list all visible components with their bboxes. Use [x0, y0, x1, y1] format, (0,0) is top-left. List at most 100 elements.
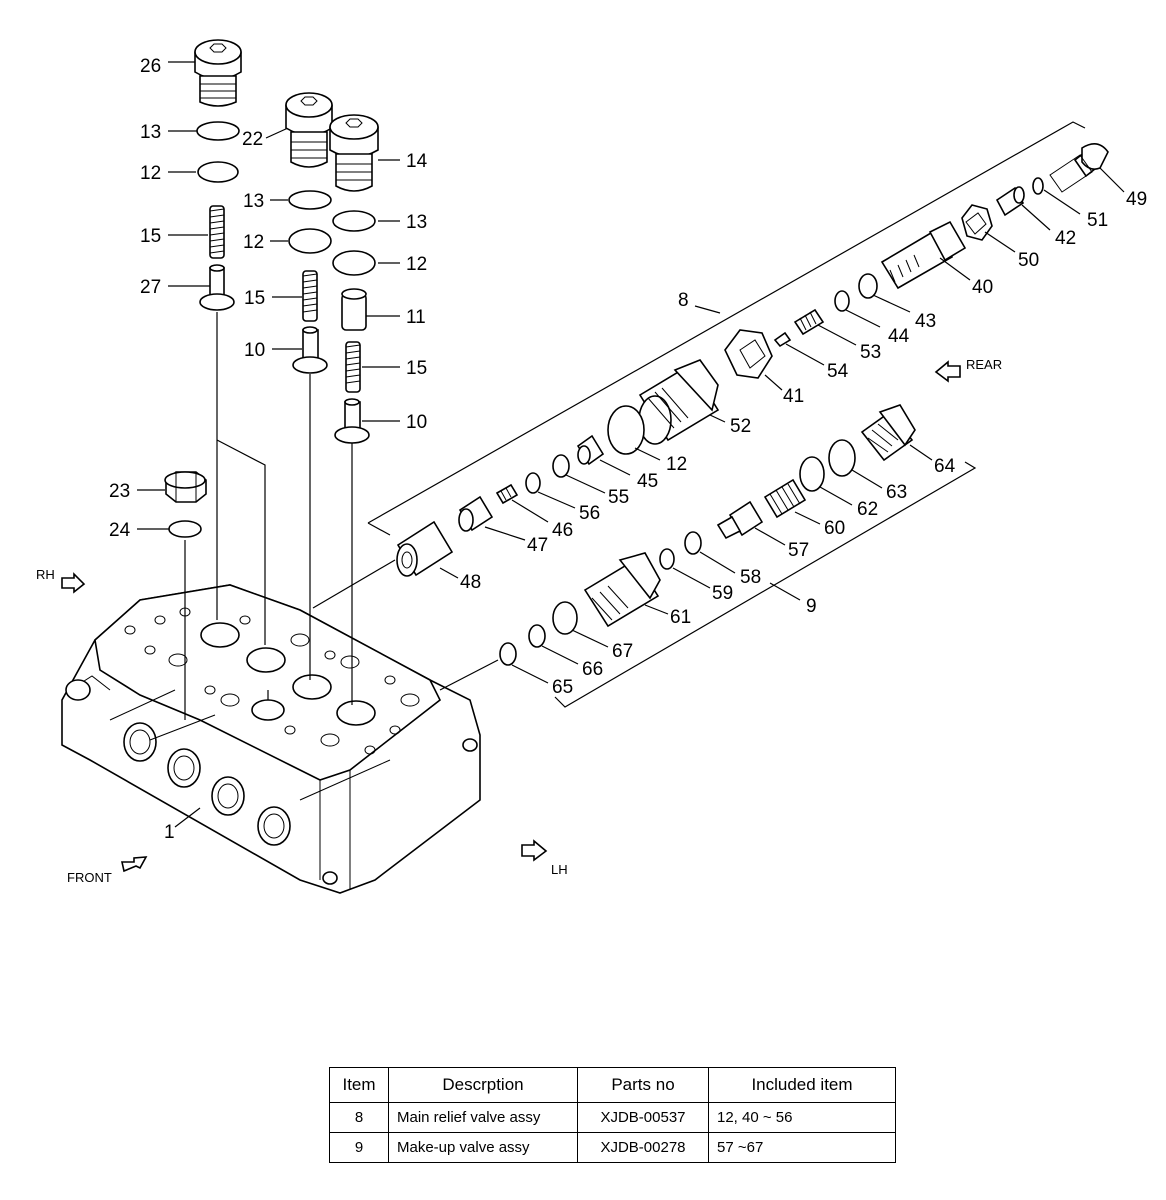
spring-15 [345, 341, 361, 393]
o-ring-24 [168, 520, 202, 538]
o-ring-12 [288, 228, 332, 254]
direction-front: FRONT [67, 870, 112, 885]
front-arrow-icon [121, 856, 148, 873]
callout-59: 59 [712, 583, 733, 604]
rear-arrow-icon [934, 360, 961, 383]
seat-45 [576, 434, 605, 466]
o-ring-43 [858, 273, 878, 299]
callout-12: 12 [243, 232, 264, 253]
o-ring-44 [834, 290, 850, 312]
callout-45: 45 [637, 471, 658, 492]
header-parts-no: Parts no [577, 1067, 709, 1103]
cell-included-item: 12, 40 ~ 56 [708, 1102, 896, 1133]
rh-arrow-icon [61, 572, 86, 594]
piston-11 [341, 288, 367, 331]
direction-lh: LH [551, 862, 568, 877]
callout-9: 9 [806, 596, 817, 617]
cell-description: Make-up valve assy [388, 1132, 578, 1163]
o-ring-12 [607, 405, 645, 455]
parts-table: Item Descrption Parts no Included item 8… [329, 1067, 896, 1163]
poppet-27 [199, 264, 235, 311]
parts-table-header: Item Descrption Parts no Included item [329, 1067, 896, 1103]
callout-50: 50 [1018, 250, 1039, 271]
direction-arrows [61, 360, 961, 873]
callout-61: 61 [670, 607, 691, 628]
callout-43: 43 [915, 311, 936, 332]
o-ring-65 [499, 642, 517, 666]
o-ring-58 [684, 531, 702, 555]
cell-parts-no: XJDB-00537 [577, 1102, 709, 1133]
callout-13: 13 [406, 212, 427, 233]
callout-12: 12 [666, 454, 687, 475]
callout-12: 12 [140, 163, 161, 184]
callout-1: 1 [164, 822, 175, 843]
callout-23: 23 [109, 481, 130, 502]
nut-50 [961, 204, 993, 241]
callout-53: 53 [860, 342, 881, 363]
callout-67: 67 [612, 641, 633, 662]
cell-parts-no: XJDB-00278 [577, 1132, 709, 1163]
callout-65: 65 [552, 677, 573, 698]
pilot-poppet-54 [773, 331, 792, 348]
callout-51: 51 [1087, 210, 1108, 231]
o-ring-12 [197, 161, 239, 183]
valve-body [61, 584, 481, 894]
callout-13: 13 [140, 122, 161, 143]
spring-53 [793, 308, 825, 336]
nut-41 [724, 329, 773, 379]
cell-item: 9 [329, 1132, 389, 1163]
callout-57: 57 [788, 540, 809, 561]
callout-26: 26 [140, 56, 161, 77]
direction-rh: RH [36, 567, 55, 582]
o-ring-63 [828, 439, 856, 477]
callout-40: 40 [972, 277, 993, 298]
plunger-47 [458, 495, 494, 532]
piston-48 [396, 520, 454, 577]
callout-14: 14 [406, 151, 428, 172]
callout-52: 52 [730, 416, 751, 437]
callout-54: 54 [827, 361, 849, 382]
header-description: Descrption [388, 1067, 578, 1103]
callout-13: 13 [243, 191, 264, 212]
callout-56: 56 [579, 503, 600, 524]
table-row: 8 Main relief valve assy XJDB-00537 12, … [329, 1102, 896, 1133]
o-ring-13 [288, 190, 332, 210]
o-ring-66 [528, 624, 546, 648]
cell-included-item: 57 ~67 [708, 1132, 896, 1163]
callout-12: 12 [406, 254, 427, 275]
spring-46 [495, 483, 519, 505]
plug-52 [638, 359, 720, 445]
o-ring-62 [799, 456, 825, 492]
callout-47: 47 [527, 535, 548, 556]
poppet-57 [716, 500, 764, 540]
o-ring-56 [525, 472, 541, 494]
poppet-10 [292, 326, 328, 374]
header-included-item: Included item [708, 1067, 896, 1103]
spring-60 [763, 478, 807, 519]
o-ring-13 [332, 210, 376, 232]
callout-64: 64 [934, 456, 956, 477]
callout-42: 42 [1055, 228, 1076, 249]
callout-10: 10 [244, 340, 265, 361]
o-ring-59 [659, 548, 675, 570]
o-ring-51 [1032, 177, 1044, 195]
plug-64 [860, 404, 916, 462]
o-ring-13 [196, 121, 240, 141]
exploded-parts-diagram: 26 13 12 22 14 13 13 12 12 15 15 15 27 1… [36, 39, 1147, 894]
callout-63: 63 [886, 482, 907, 503]
cap-49 [1049, 143, 1109, 193]
callout-11: 11 [406, 307, 426, 328]
callout-15: 15 [140, 226, 161, 247]
callout-58: 58 [740, 567, 761, 588]
callout-10: 10 [406, 412, 427, 433]
cell-description: Main relief valve assy [388, 1102, 578, 1133]
callout-60: 60 [824, 518, 845, 539]
callout-55: 55 [608, 487, 629, 508]
callout-46: 46 [552, 520, 573, 541]
direction-labels: RH REAR FRONT LH [36, 357, 1002, 885]
adjust-screw-40 [880, 220, 967, 290]
callout-44: 44 [888, 326, 910, 347]
plug-23 [164, 471, 207, 503]
callout-27: 27 [140, 277, 161, 298]
cell-item: 8 [329, 1102, 389, 1133]
